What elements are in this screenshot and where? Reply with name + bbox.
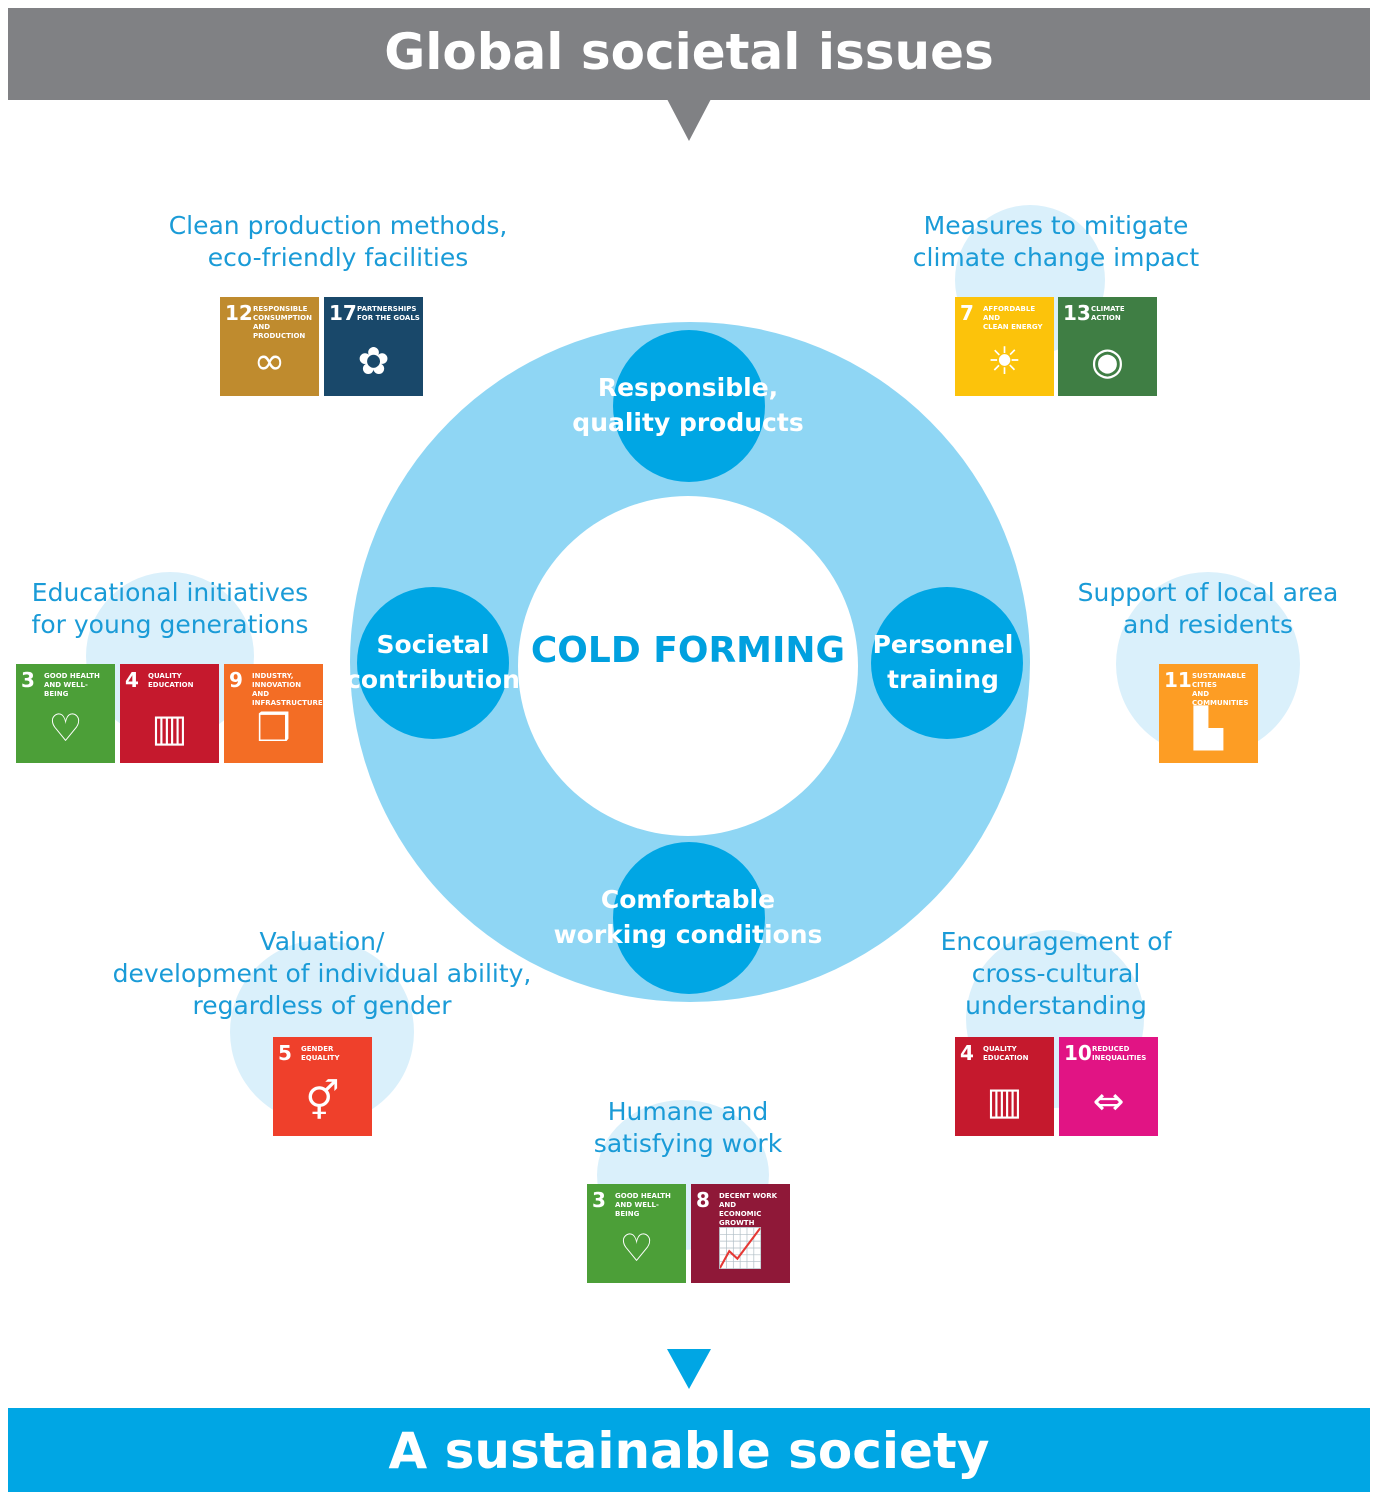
sun-icon: ☀ [987,339,1022,383]
issue-gender: Valuation/ development of individual abi… [112,927,532,1020]
header-banner: Global societal issues [8,8,1370,100]
sdg-title: GENDER EQUALITY [301,1045,340,1062]
equal-arrows-icon: ⇔ [1092,1079,1125,1123]
sdg-11-tile: 11 SUSTAINABLE CITIES AND COMMUNITIES ▙ [1159,664,1258,763]
sdg-4-tile: 4 QUALITY EDUCATION ▥ [120,664,219,763]
sdg-12-tile: 12 RESPONSIBLE CONSUMPTION AND PRODUCTIO… [220,297,319,396]
gender-icon: ⚥ [305,1079,340,1123]
sdg-title: DECENT WORK AND ECONOMIC GROWTH [719,1192,778,1227]
sdg-title: PARTNERSHIPS FOR THE GOALS [357,305,420,322]
issue-climate: Measures to mitigate climate change impa… [912,211,1200,272]
sdg-title: SUSTAINABLE CITIES AND COMMUNITIES [1192,672,1249,707]
sdg-4-tile: 4 QUALITY EDUCATION ▥ [955,1037,1054,1136]
eye-globe-icon: ◉ [1090,339,1125,383]
sdg-13-tile: 13 CLIMATE ACTION ◉ [1058,297,1157,396]
sdg-title: GOOD HEALTH AND WELL-BEING [44,672,100,698]
sdg-title: QUALITY EDUCATION [148,672,194,689]
sdg-number: 9 [229,668,243,692]
node-top-label: Responsible, quality products [572,373,804,437]
sdg-number: 10 [1064,1041,1092,1065]
sdg-17-tile: 17 PARTNERSHIPS FOR THE GOALS ✿ [324,297,423,396]
issue-cross-cultural: Encouragement of cross-cultural understa… [940,927,1172,1020]
node-left [357,587,509,739]
issue-education: Educational initiatives for young genera… [31,578,309,639]
heartbeat-icon: ♡ [619,1226,654,1270]
core-circle [518,496,858,836]
sdg-number: 5 [278,1041,292,1065]
sdg-number: 17 [329,301,357,325]
sdg-7-tile: 7 AFFORDABLE AND CLEAN ENERGY ☀ [955,297,1054,396]
sdg-8-tile: 8 DECENT WORK AND ECONOMIC GROWTH 📈 [691,1184,790,1283]
sdg-title: REDUCED INEQUALITIES [1092,1045,1147,1062]
core-label: COLD FORMING [530,630,846,671]
sdg-number: 4 [125,668,139,692]
sdg-number: 4 [960,1041,974,1065]
issue-local: Support of local area and residents [1077,578,1339,639]
sdg-number: 3 [21,668,35,692]
sdg-number: 3 [592,1188,606,1212]
sdg-9-tile: 9 INDUSTRY, INNOVATION AND INFRASTRUCTUR… [224,664,323,763]
node-right [871,587,1023,739]
node-top [613,330,765,482]
book-icon: ▥ [151,706,188,750]
sdg-3-tile: 3 GOOD HEALTH AND WELL-BEING ♡ [16,664,115,763]
footer-banner: A sustainable society [8,1408,1370,1492]
sdg-title: GOOD HEALTH AND WELL-BEING [615,1192,671,1218]
sdg-number: 7 [960,301,974,325]
down-arrow-icon [667,1349,711,1389]
infinity-icon: ∞ [253,339,286,383]
growth-icon: 📈 [716,1226,765,1270]
book-icon: ▥ [986,1079,1023,1123]
sdg-3-tile: 3 GOOD HEALTH AND WELL-BEING ♡ [587,1184,686,1283]
node-right-label: Personnel training [872,630,1014,694]
sdg-number: 8 [696,1188,710,1212]
sdg-title: CLIMATE ACTION [1091,305,1125,322]
flower-icon: ✿ [357,339,390,383]
sdg-title: AFFORDABLE AND CLEAN ENERGY [983,305,1043,331]
node-bottom [613,842,765,994]
buildings-icon: ▙ [1193,706,1224,750]
node-bottom-label: Comfortable working conditions [553,885,823,949]
issue-clean-production: Clean production methods, eco-friendly f… [168,211,508,272]
sdg-5-tile: 5 GENDER EQUALITY ⚥ [273,1037,372,1136]
sdg-title: QUALITY EDUCATION [983,1045,1029,1062]
node-left-label: Societal contribution [346,630,520,694]
sdg-title: INDUSTRY, INNOVATION AND INFRASTRUCTURE [252,672,323,707]
sdg-number: 12 [225,301,253,325]
sdg-number: 13 [1063,301,1091,325]
issue-humane-work: Humane and satisfying work [593,1097,783,1158]
heartbeat-icon: ♡ [48,706,83,750]
sdg-title: RESPONSIBLE CONSUMPTION AND PRODUCTION [253,305,312,340]
sdg-number: 11 [1164,668,1192,692]
down-arrow-icon [667,99,711,141]
sdg-10-tile: 10 REDUCED INEQUALITIES ⇔ [1059,1037,1158,1136]
cubes-icon: ❒ [256,706,291,750]
